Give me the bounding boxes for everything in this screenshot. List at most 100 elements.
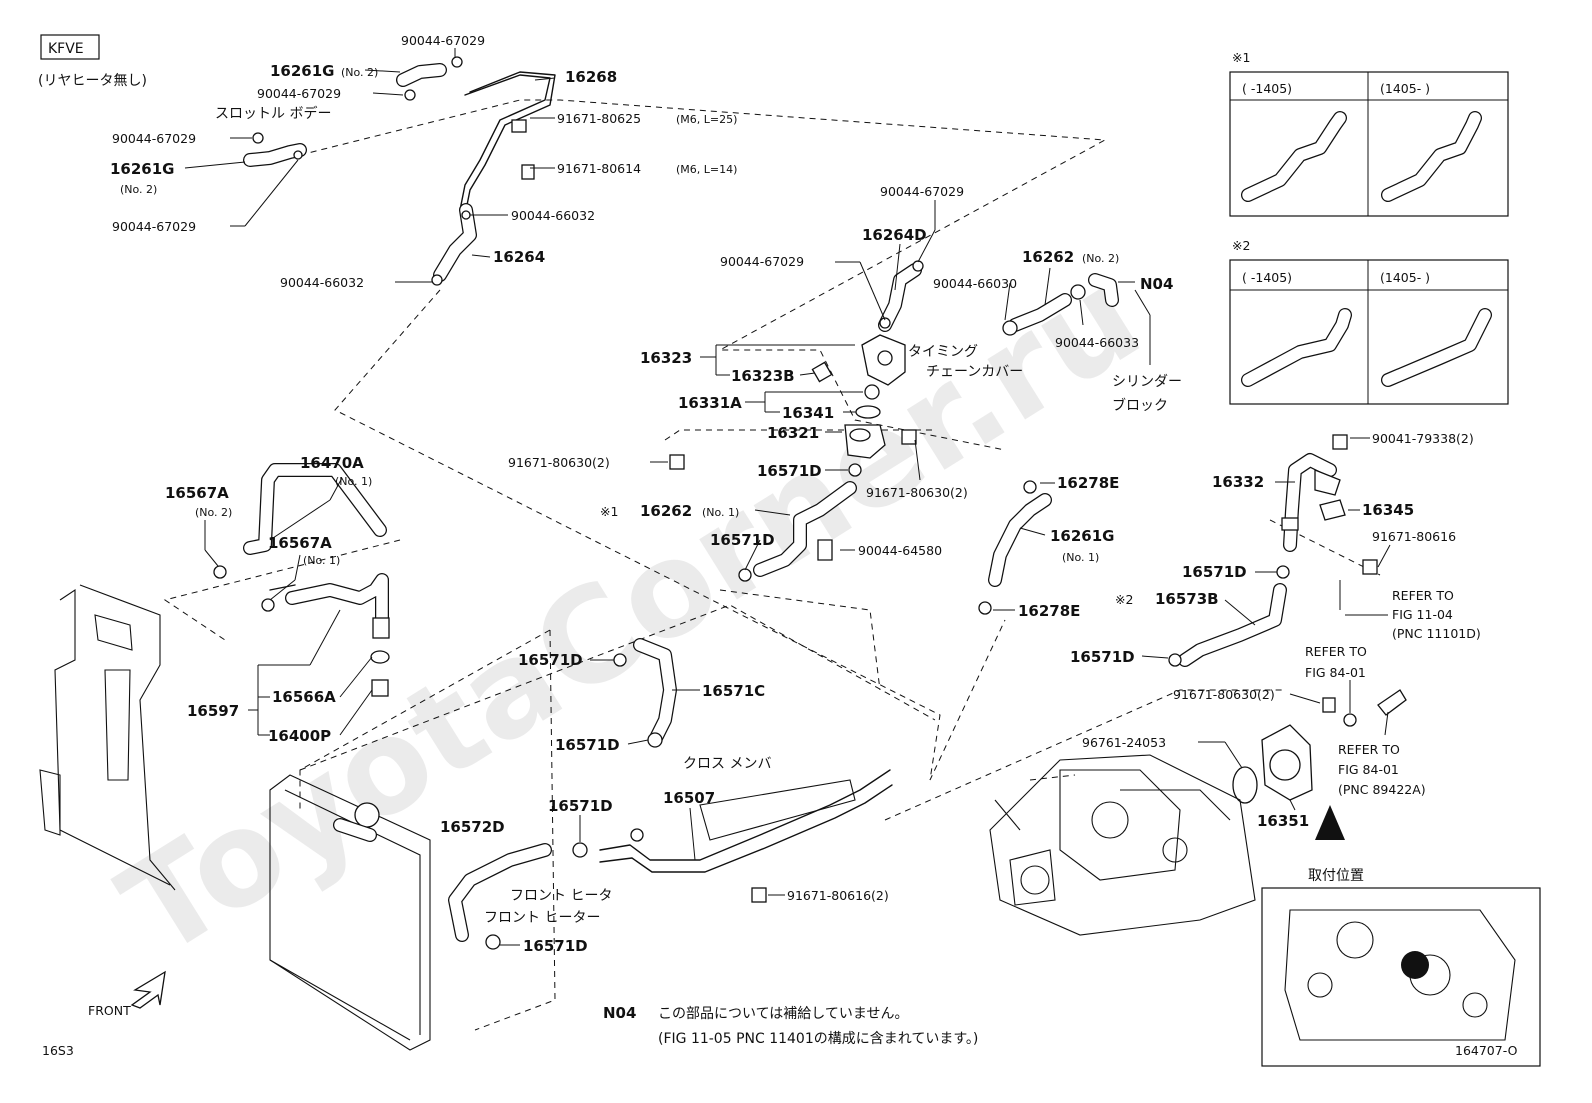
clamp-icon (848, 463, 862, 477)
part-16332: 16332 (1212, 473, 1264, 491)
part-91671-80630: 91671-80630(2) (1173, 687, 1275, 702)
clamp-icon (978, 601, 992, 615)
gasket-96761 (1232, 766, 1258, 804)
svg-text:FIG 11-04: FIG 11-04 (1392, 607, 1453, 622)
cross-member (699, 779, 856, 841)
part-16261G: 16261G (270, 62, 335, 80)
radiator-support (79, 584, 176, 891)
part-16567A: 16567A (165, 484, 229, 502)
svg-text:(No. 1): (No. 1) (702, 506, 739, 519)
part-90044-66033: 90044-66033 (1055, 335, 1139, 350)
part-90044-67029: 90044-67029 (401, 33, 485, 48)
svg-text:(No. 1): (No. 1) (1062, 551, 1099, 564)
bolt-icon (751, 887, 767, 903)
front-label: FRONT (88, 1003, 131, 1018)
legend-1-left-range: ( -1405) (1242, 81, 1292, 96)
engine-box-frame (40, 34, 100, 60)
legend-1-marker: ※1 (1232, 50, 1250, 65)
part-16572D: 16572D (440, 818, 505, 836)
part-16571C: 16571C (702, 682, 765, 700)
watermark: ToyotaCorner.ru (96, 240, 1165, 987)
gasket-16566A (370, 650, 390, 664)
pipe-16507 (599, 769, 891, 861)
svg-text:(PNC 89422A): (PNC 89422A) (1338, 782, 1426, 797)
part-90044-67029: 90044-67029 (257, 86, 341, 101)
part-16264: 16264 (493, 248, 545, 266)
clamp-icon (252, 132, 264, 144)
clamp-icon (879, 317, 891, 329)
part-91671-80625: 91671-80625 (557, 111, 641, 126)
svg-text:(M6, L=25): (M6, L=25) (676, 113, 737, 126)
part-16571D: 16571D (518, 651, 583, 669)
mounting-inset (1261, 887, 1541, 1067)
radiator-cap (354, 802, 380, 828)
engine-note: (リヤヒータ無し) (38, 73, 147, 89)
clamp-icon (213, 565, 227, 579)
clamp-icon (1023, 480, 1037, 494)
legend-table-2 (1229, 259, 1509, 405)
svg-text:チェーンカバー: チェーンカバー (926, 364, 1023, 380)
part-16571D: 16571D (1070, 648, 1135, 666)
dashed-group-left-c (474, 629, 556, 1031)
clamp-icon (1070, 284, 1086, 300)
svg-text:(No. 2): (No. 2) (1082, 252, 1119, 265)
part-90044-66032: 90044-66032 (511, 208, 595, 223)
svg-text:(No. 1): (No. 1) (303, 554, 340, 567)
part-16264D: 16264D (862, 226, 927, 244)
part-90044-67029: 90044-67029 (112, 131, 196, 146)
svg-text:(No. 2): (No. 2) (195, 506, 232, 519)
svg-text:ブロック: ブロック (1112, 397, 1168, 414)
legend-2-right-range: (1405- ) (1380, 270, 1430, 285)
part-16571D: 16571D (523, 937, 588, 955)
leader-lines (184, 48, 1391, 946)
part-16268: 16268 (565, 68, 617, 86)
clamp-icon (1168, 653, 1182, 667)
sensor-16323B (811, 361, 833, 383)
label-cross-member: クロス メンバ (683, 756, 771, 772)
engine-code: KFVE (48, 41, 84, 57)
part-91671-80616: 91671-80616(2) (787, 888, 889, 903)
clamp-icon (1276, 565, 1290, 579)
note-N04-subtext: (FIG 11-05 PNC 11401の構成に含まれています。) (658, 1031, 978, 1047)
part-90044-67029: 90044-67029 (720, 254, 804, 269)
label-cylinder-block: シリンダー (1112, 374, 1182, 390)
part-16566A: 16566A (272, 688, 336, 706)
part-16470A: 16470A (300, 454, 364, 472)
part-16567A: 16567A (268, 534, 332, 552)
svg-text:(PNC 11101D): (PNC 11101D) (1392, 626, 1481, 641)
part-16278E: 16278E (1018, 602, 1080, 620)
legend-2-left-range: ( -1405) (1242, 270, 1292, 285)
part-16571D: 16571D (548, 797, 613, 815)
clamp-icon (451, 56, 463, 68)
part-16571D: 16571D (710, 531, 775, 549)
svg-text:※1: ※1 (600, 504, 618, 519)
part-91671-80630: 91671-80630(2) (866, 485, 968, 500)
reservoir-neck (372, 617, 390, 639)
svg-text:FIG 84-01: FIG 84-01 (1305, 665, 1366, 680)
thermostat-16341 (864, 384, 880, 400)
clamp-icon (461, 210, 471, 220)
page-code: 16S3 (42, 1043, 74, 1058)
part-90044-67029: 90044-67029 (112, 219, 196, 234)
bolt-icon (669, 454, 685, 470)
part-16323: 16323 (640, 349, 692, 367)
bolt-icon (1332, 434, 1348, 450)
part-16571D: 16571D (1182, 563, 1247, 581)
part-16345: 16345 (1362, 501, 1414, 519)
part-90044-66032: 90044-66032 (280, 275, 364, 290)
label-throttle-body: スロットル ボデー (215, 105, 331, 122)
clamp-icon (261, 598, 275, 612)
pipe-16268 (459, 74, 551, 211)
part-16507: 16507 (663, 789, 715, 807)
figure-code: 164707-O (1455, 1043, 1518, 1058)
bolt-icon (1322, 697, 1336, 713)
part-16331A: 16331A (678, 394, 742, 412)
part-90044-66030: 90044-66030 (933, 276, 1017, 291)
legend-table-1 (1229, 71, 1509, 217)
part-16573B: 16573B (1155, 590, 1219, 608)
dashed-group-lower (299, 604, 936, 771)
clip-90044-64580 (817, 539, 833, 561)
label-front-heater: フロント ヒータ (510, 888, 612, 904)
legend-1-right-range: (1405- ) (1380, 81, 1430, 96)
